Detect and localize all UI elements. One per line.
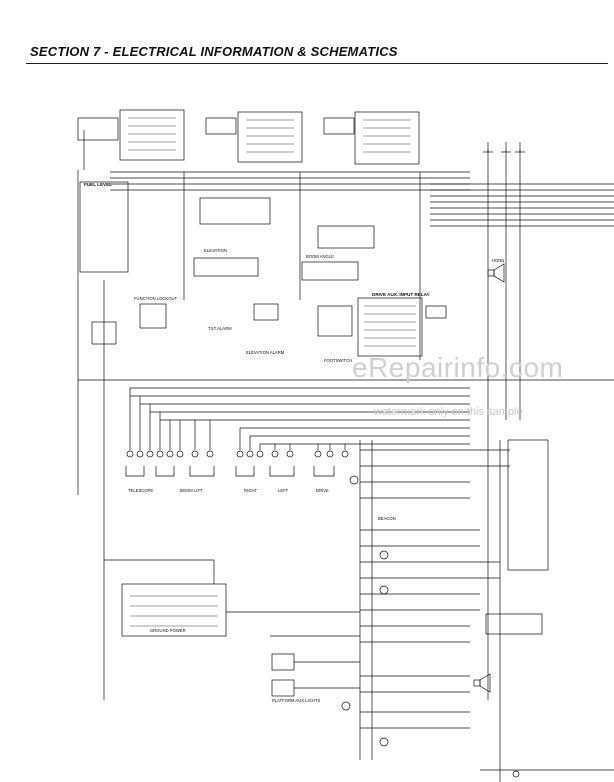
label-tilt-alarm: TILT ALARM (208, 326, 232, 331)
platform-module (357, 297, 423, 357)
label-elevation: ELEVATION (204, 248, 227, 253)
label-drive-aux-relay: DRIVE AUX. INPUT RELAY (372, 292, 430, 297)
connector-block-3 (354, 111, 420, 165)
label-footswitch: FOOTSWITCH (324, 358, 352, 363)
ground-control-block (121, 583, 227, 637)
label-boom-lift: BOOM LIFT (180, 488, 203, 493)
label-right: RIGHT (244, 488, 257, 493)
label-beacon: BEACON (378, 516, 396, 521)
label-horn: HORN (492, 258, 504, 263)
label-function-lockout: FUNCTION LOCKOUT (134, 296, 177, 301)
connector-block-1 (119, 109, 185, 161)
connector-block-2 (237, 111, 303, 163)
header-rule (26, 63, 608, 64)
label-left: LEFT (278, 488, 289, 493)
label-boom-angle: BOOM ANGLE (306, 254, 334, 259)
label-fuel-level: FUEL LEVEL (84, 182, 112, 187)
page-title: SECTION 7 - ELECTRICAL INFORMATION & SCH… (30, 44, 398, 59)
connector-plug-left (77, 117, 119, 141)
label-ground-power: GROUND POWER (150, 628, 186, 633)
label-telescope: TELESCOPE (128, 488, 153, 493)
label-drive: DRIVE (316, 488, 329, 493)
label-platform-lights: PLATFORM AUX LIGHTS (272, 698, 321, 703)
watermark-site: eRepairinfo.com (352, 352, 564, 383)
watermark-note: watermark only on this sample (374, 406, 523, 418)
label-elevation-alarm: ELEVATION ALARM (246, 350, 285, 355)
